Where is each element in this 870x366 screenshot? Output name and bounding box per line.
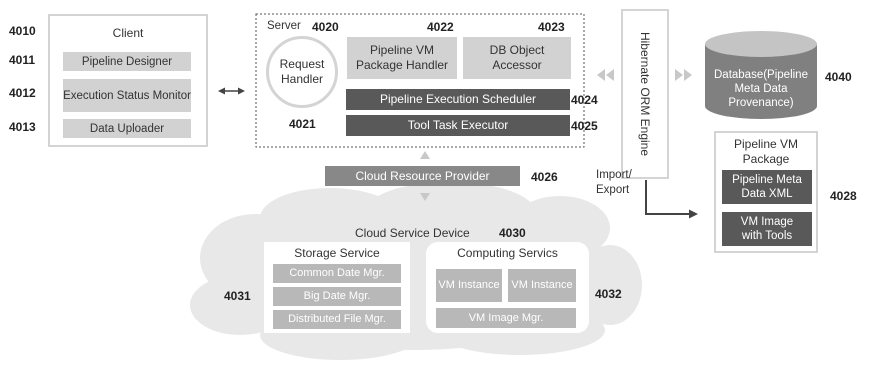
execution-scheduler-ref: 4024 — [571, 93, 598, 107]
hibernate-label: Hibernate ORM Engine — [638, 31, 652, 157]
vm-package-handler: Pipeline VM Package Handler — [347, 37, 457, 79]
vm-package-ref: 4028 — [830, 189, 857, 203]
execution-status-monitor-ref: 4012 — [9, 86, 36, 100]
storage-service-box: Storage Service Common Date Mgr. Big Dat… — [264, 242, 410, 333]
vm-image-mgr: VM Image Mgr. — [436, 308, 576, 328]
data-uploader-ref: 4013 — [9, 120, 36, 134]
import-export-connector — [645, 180, 692, 215]
computing-service-title: Computing Servics — [457, 246, 558, 260]
pipeline-meta-data-xml: Pipeline Meta Data XML — [722, 170, 812, 204]
computing-service-box: Computing Servics VM Instance VM Instanc… — [426, 242, 589, 333]
down-triangle-icon — [420, 193, 430, 201]
database-ref: 4040 — [825, 70, 852, 84]
server-ref: 4020 — [312, 20, 339, 34]
request-handler-ref: 4021 — [289, 117, 316, 131]
client-title: Client — [112, 26, 144, 40]
pipeline-designer-ref: 4011 — [9, 53, 36, 67]
vm-package-box: Pipeline VM Package Pipeline Meta Data X… — [714, 131, 818, 253]
cloud-resource-provider-ref: 4026 — [531, 170, 558, 184]
up-triangle-icon — [420, 151, 430, 159]
request-handler: Request Handler — [266, 36, 338, 108]
cloud-service-ref: 4030 — [499, 226, 526, 240]
execution-status-monitor: Execution Status Monitor — [63, 79, 191, 112]
client-box: Client Pipeline Designer Execution Statu… — [48, 14, 208, 147]
vm-package-title: Pipeline VM Package — [733, 137, 799, 166]
import-export-label: Import/ Export — [596, 169, 632, 196]
vm-image-with-tools: VM Image with Tools — [722, 212, 812, 246]
database-label: Database(Pipeline Meta Data Provenance) — [714, 69, 808, 109]
data-uploader: Data Uploader — [63, 119, 191, 138]
left-double-triangle-icon — [597, 69, 614, 81]
client-server-arrow — [218, 87, 245, 95]
hibernate-box: Hibernate ORM Engine — [621, 9, 669, 179]
tool-task-executor: Tool Task Executor — [346, 115, 570, 136]
storage-service-ref: 4031 — [224, 289, 251, 303]
pipeline-execution-scheduler: Pipeline Execution Scheduler — [346, 89, 570, 110]
cloud-resource-provider: Cloud Resource Provider — [325, 166, 520, 186]
server-dashed-border — [255, 13, 585, 148]
tool-task-executor-ref: 4025 — [571, 119, 598, 133]
big-date-mgr: Big Date Mgr. — [273, 287, 401, 306]
storage-service-title: Storage Service — [294, 246, 380, 260]
db-object-accessor: DB Object Accessor — [463, 37, 571, 79]
vm-instance-2: VM Instance — [508, 269, 576, 302]
vm-instance-1: VM Instance — [436, 269, 502, 302]
import-export-arrowhead — [689, 209, 698, 219]
pipeline-designer: Pipeline Designer — [63, 52, 191, 71]
cloud-service-title: Cloud Service Device — [355, 226, 470, 240]
db-object-accessor-ref: 4023 — [538, 20, 565, 34]
common-date-mgr: Common Date Mgr. — [273, 264, 401, 283]
distributed-file-mgr: Distributed File Mgr. — [273, 310, 401, 329]
right-double-triangle-icon — [675, 69, 692, 81]
client-ref: 4010 — [9, 24, 36, 38]
computing-service-ref: 4032 — [595, 287, 622, 301]
database-cylinder — [705, 31, 817, 119]
server-title: Server — [267, 20, 301, 32]
vm-package-handler-ref: 4022 — [427, 20, 454, 34]
